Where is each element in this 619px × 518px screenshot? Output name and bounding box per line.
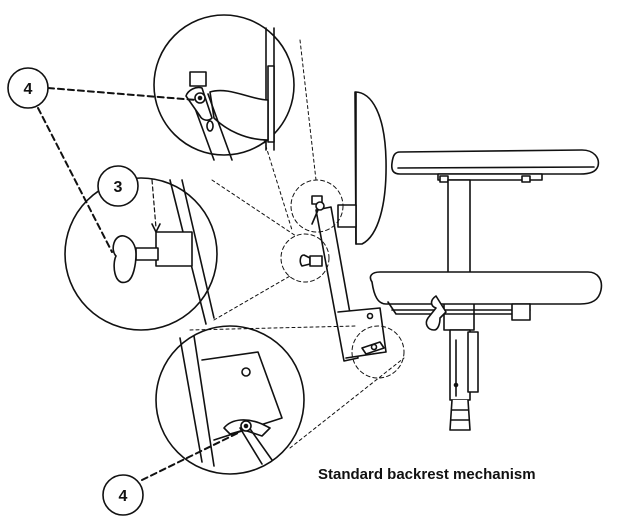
detail-view-bottom bbox=[155, 325, 305, 475]
detail-marker-middle bbox=[280, 233, 330, 283]
backrest-bracket bbox=[337, 204, 357, 228]
detail-view-top bbox=[153, 14, 295, 161]
seat-knob bbox=[425, 295, 447, 331]
callout-bottom: 4 bbox=[102, 474, 144, 516]
callout-top-label: 4 bbox=[24, 81, 33, 98]
detail-connectors bbox=[189, 39, 405, 449]
callout-middle-label: 3 bbox=[114, 179, 123, 196]
seat bbox=[369, 271, 603, 321]
callout-leaders bbox=[37, 87, 241, 481]
backrest-pad bbox=[354, 91, 387, 245]
diagram-caption: Standard backrest mechanism bbox=[318, 466, 536, 483]
detail-marker-top bbox=[290, 179, 344, 233]
chair-column bbox=[443, 179, 479, 431]
upper-pad bbox=[390, 149, 600, 183]
callout-top: 4 bbox=[7, 67, 49, 109]
callout-middle: 3 bbox=[97, 165, 139, 207]
detail-marker-bottom bbox=[351, 325, 405, 379]
callout-bottom-label: 4 bbox=[119, 488, 128, 505]
chair bbox=[280, 91, 603, 431]
backrest-bar bbox=[299, 195, 387, 362]
detail-view-middle bbox=[64, 177, 218, 331]
